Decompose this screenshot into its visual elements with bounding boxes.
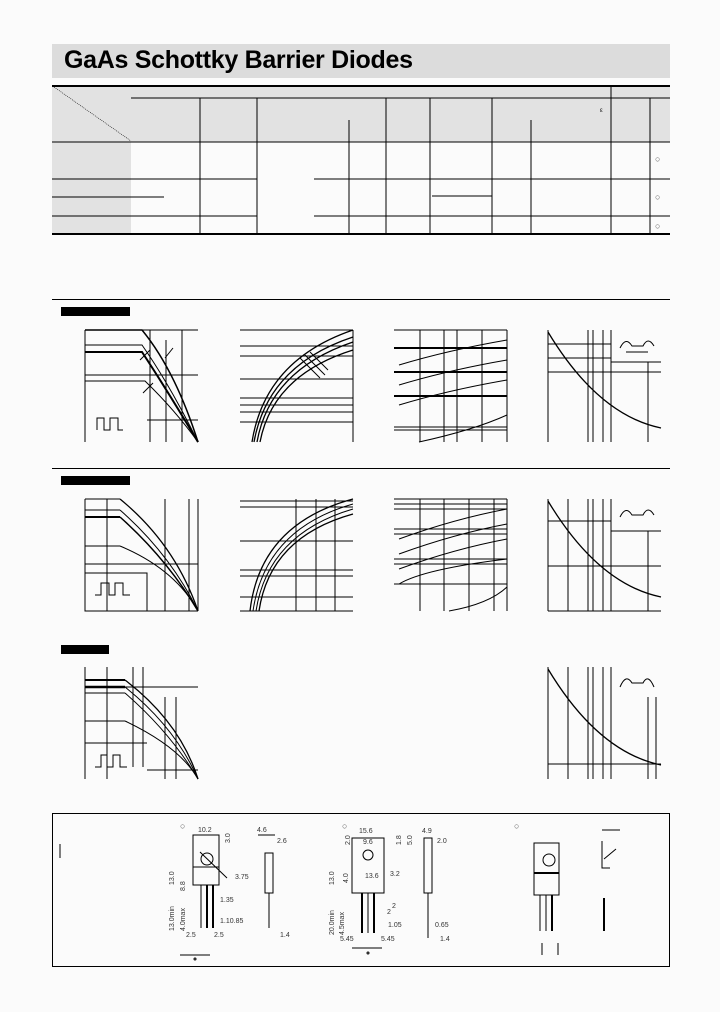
capacitance-graph-2	[547, 499, 662, 612]
package-outline-box	[52, 813, 670, 967]
package-drawings: ○ 10.2 3.0 4.6 2.6 3.75 13.0 8.8 13.0min…	[59, 821, 620, 961]
page-title: GaAs Schottky Barrier Diodes	[64, 46, 413, 74]
title-bar: GaAs Schottky Barrier Diodes	[52, 44, 670, 78]
derating-graph-3	[84, 667, 199, 780]
svg-text:4.0max: 4.0max	[180, 908, 187, 931]
reverse-graph-2	[394, 498, 508, 612]
svg-text:4.5max: 4.5max	[339, 912, 346, 935]
forward-graph-2	[240, 498, 354, 612]
svg-text:○: ○	[655, 154, 660, 164]
svg-text:2.6: 2.6	[277, 838, 287, 845]
svg-text:1.35: 1.35	[220, 897, 234, 904]
svg-text:○: ○	[342, 821, 347, 831]
svg-text:8.8: 8.8	[180, 881, 187, 891]
svg-text:2: 2	[387, 909, 391, 916]
section-tag-2	[61, 476, 130, 485]
derating-graph-2	[84, 498, 199, 612]
svg-text:○: ○	[655, 221, 660, 231]
svg-text:20.0min: 20.0min	[329, 910, 336, 935]
svg-text:3.2: 3.2	[390, 871, 400, 878]
svg-text:0.65: 0.65	[435, 922, 449, 929]
reverse-graph-1	[394, 329, 508, 443]
svg-text:2.5: 2.5	[186, 932, 196, 939]
derating-graph-1	[84, 329, 199, 443]
header-marker: ε	[600, 108, 603, 114]
svg-text:○: ○	[655, 192, 660, 202]
svg-text:4.6: 4.6	[257, 827, 267, 834]
package-2-drawing: ○	[342, 821, 433, 955]
forward-graph-1	[240, 329, 354, 443]
svg-text:○: ○	[514, 821, 519, 831]
svg-text:1.8: 1.8	[396, 835, 403, 845]
svg-text:15.6: 15.6	[359, 828, 373, 835]
svg-text:1.05: 1.05	[388, 922, 402, 929]
svg-text:3.0: 3.0	[225, 833, 232, 843]
svg-text:3.75: 3.75	[235, 874, 249, 881]
section-divider	[52, 299, 670, 300]
section-tag-3	[61, 645, 109, 654]
svg-text:2: 2	[392, 903, 396, 910]
svg-text:4.0: 4.0	[343, 873, 350, 883]
section-divider	[52, 468, 670, 469]
svg-text:4.9: 4.9	[422, 828, 432, 835]
svg-text:2.0: 2.0	[345, 835, 352, 845]
svg-text:2.5: 2.5	[214, 932, 224, 939]
svg-text:1.10.85: 1.10.85	[220, 918, 243, 925]
svg-text:○: ○	[180, 821, 185, 831]
svg-text:13.0min: 13.0min	[169, 906, 176, 931]
svg-text:2.0: 2.0	[437, 838, 447, 845]
section-tag-1	[61, 307, 130, 316]
spec-table: ε ○ ○ ○	[52, 85, 670, 235]
svg-text:13.0: 13.0	[329, 871, 336, 885]
capacitance-graph-3	[547, 667, 662, 779]
package-1-drawing: ○	[180, 821, 275, 961]
package-3-drawing: ○	[514, 821, 620, 955]
svg-text:1.4: 1.4	[280, 932, 290, 939]
svg-text:1.4: 1.4	[440, 936, 450, 943]
svg-text:10.2: 10.2	[198, 827, 212, 834]
capacitance-graph-1	[547, 330, 662, 442]
svg-text:5.45: 5.45	[340, 936, 354, 943]
svg-text:5.45: 5.45	[381, 936, 395, 943]
svg-text:5.0: 5.0	[407, 835, 414, 845]
svg-text:13.0: 13.0	[169, 871, 176, 885]
svg-text:13.6: 13.6	[365, 873, 379, 880]
svg-text:9.6: 9.6	[363, 839, 373, 846]
